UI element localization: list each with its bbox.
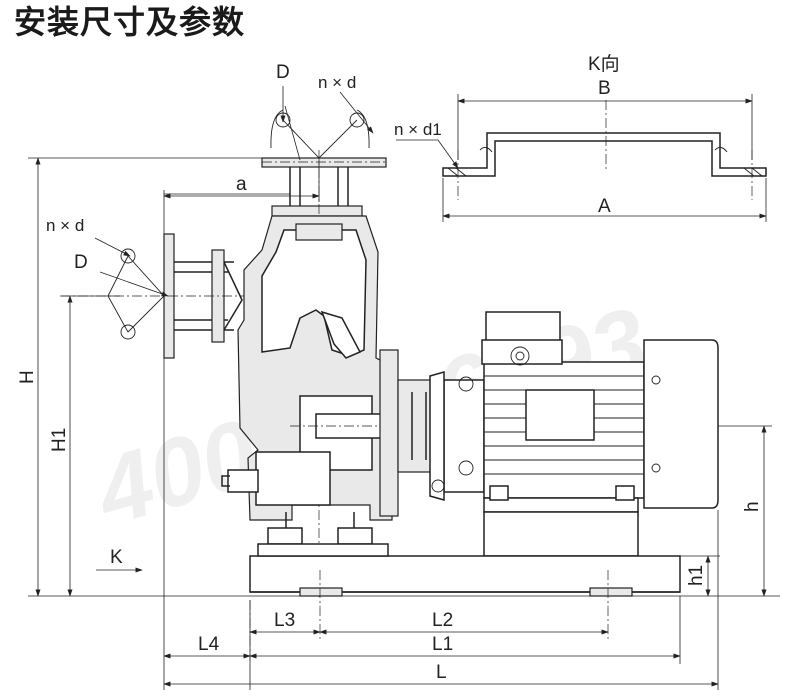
label-L4: L4	[198, 634, 220, 655]
pump-body	[60, 86, 470, 600]
label-h1: h1	[686, 565, 707, 586]
label-nxd-side: n × d	[46, 216, 84, 235]
label-nxd1: n × d1	[394, 120, 442, 139]
label-H: H	[17, 370, 38, 384]
label-L: L	[436, 662, 447, 683]
dimensions: D n × d a n × d D H H1 h h1 K L3 L2 L4 L…	[17, 62, 780, 690]
label-B: B	[598, 78, 611, 99]
page-title: 安装尺寸及参数	[14, 3, 246, 41]
base-frame-profile	[442, 132, 767, 177]
label-L3: L3	[274, 610, 295, 631]
label-k-view: K向	[588, 53, 620, 75]
label-D-side: D	[74, 252, 88, 273]
motor	[429, 311, 719, 557]
label-a: a	[236, 174, 247, 195]
label-K-arrow: K	[110, 547, 123, 568]
label-L1: L1	[432, 634, 453, 655]
label-L2: L2	[432, 610, 453, 631]
k-view: K向 B A n × d1	[394, 53, 767, 222]
label-A: A	[598, 196, 611, 217]
base-plate	[249, 543, 681, 660]
label-D-top: D	[276, 62, 290, 83]
label-nxd-top: n × d	[318, 73, 356, 92]
label-h: h	[742, 501, 763, 512]
label-H1: H1	[49, 428, 70, 452]
